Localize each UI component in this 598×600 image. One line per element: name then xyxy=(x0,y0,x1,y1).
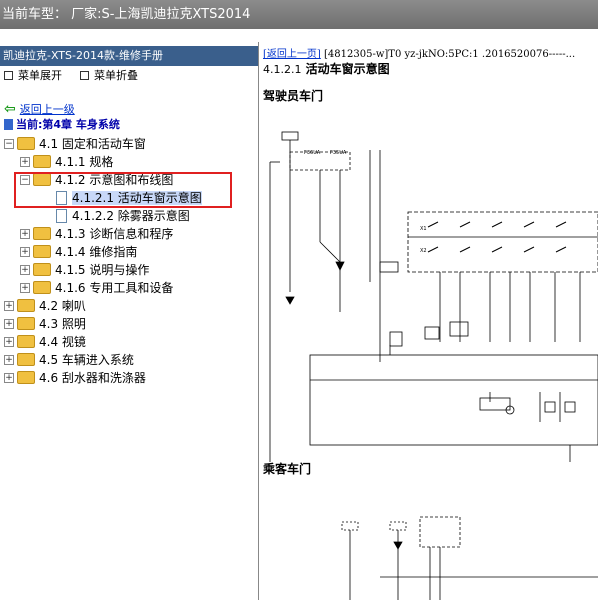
tree-item-4-1-2-2[interactable]: 4.1.2.2 除雾器示意图 xyxy=(56,207,190,225)
expand-toggle-icon[interactable]: + xyxy=(20,228,30,239)
tree-item-4-1-2-1[interactable]: 4.1.2.1 活动车窗示意图 xyxy=(56,189,202,207)
tree-item-4-1-5[interactable]: +4.1.5 说明与操作 xyxy=(20,263,150,277)
back-arrow-icon: ⇦ xyxy=(4,101,16,117)
folder-icon xyxy=(17,137,35,150)
folder-icon xyxy=(17,371,35,384)
tree-item-4-6[interactable]: +4.6 刮水器和洗涤器 xyxy=(4,371,146,385)
current-chapter: 当前:第4章 车身系统 xyxy=(4,118,120,132)
passenger-door-heading: 乘客车门 xyxy=(263,462,312,476)
folder-icon xyxy=(33,155,51,168)
tree-item-4-1-3[interactable]: +4.1.3 诊断信息和程序 xyxy=(20,227,174,241)
tree-item-4-1-6[interactable]: +4.1.6 专用工具和设备 xyxy=(20,281,174,295)
fuse-label-1: F36UA xyxy=(304,150,321,156)
expand-toggle-icon[interactable]: + xyxy=(4,300,14,311)
tree-item-4-1-4[interactable]: +4.1.4 维修指南 xyxy=(20,245,138,259)
window-title-bar: 当前车型： 厂家:S-上海凯迪拉克XTS2014 xyxy=(0,0,598,29)
passenger-door-wiring-diagram xyxy=(341,516,598,600)
tree-item-4-1-1[interactable]: +4.1.1 规格 xyxy=(20,155,114,169)
book-icon xyxy=(4,118,13,130)
highlight-annotation xyxy=(14,172,232,208)
document-icon xyxy=(56,190,67,205)
expand-menu-button[interactable]: 菜单展开 xyxy=(4,69,62,83)
folder-icon xyxy=(33,245,51,258)
tree-item-4-1-2[interactable]: −4.1.2 示意图和布线图 xyxy=(20,173,174,187)
expand-toggle-icon[interactable]: + xyxy=(20,282,30,293)
page-title: 4.1.2.1 活动车窗示意图 xyxy=(263,62,390,76)
tree-item-4-4[interactable]: +4.4 视镜 xyxy=(4,335,86,349)
sidebar: 凯迪拉克-XTS-2014款-维修手册 菜单展开 菜单折叠 ⇦返回上一级 当前:… xyxy=(0,42,259,600)
folder-icon xyxy=(17,335,35,348)
collapse-toggle-icon[interactable]: − xyxy=(20,174,30,185)
folder-icon xyxy=(33,227,51,240)
folder-icon xyxy=(33,263,51,276)
back-link[interactable]: ⇦返回上一级 xyxy=(4,101,75,117)
tree-item-4-1[interactable]: −4.1 固定和活动车窗 xyxy=(4,137,146,151)
expand-toggle-icon[interactable]: + xyxy=(20,264,30,275)
previous-page-link[interactable]: [返回上一页] xyxy=(263,49,321,60)
square-icon xyxy=(4,70,13,80)
driver-door-heading: 驾驶员车门 xyxy=(263,89,324,103)
driver-door-wiring-diagram: F36UA F35UA X1 X2 xyxy=(269,131,598,462)
folder-icon xyxy=(17,299,35,312)
folder-icon xyxy=(33,281,51,294)
content-pane: [返回上一页] [4812305-w]T0 yz-jkNO:5PC:1 .201… xyxy=(260,42,598,600)
vehicle-model-label: 当前车型： 厂家:S-上海凯迪拉克XTS2014 xyxy=(2,7,251,22)
connector-label-1: X1 xyxy=(420,226,427,232)
folder-icon xyxy=(17,317,35,330)
tree-item-4-3[interactable]: +4.3 照明 xyxy=(4,317,86,331)
collapse-toggle-icon[interactable]: − xyxy=(4,138,14,149)
breadcrumb: [返回上一页] [4812305-w]T0 yz-jkNO:5PC:1 .201… xyxy=(263,49,576,60)
expand-toggle-icon[interactable]: + xyxy=(20,156,30,167)
tree-item-4-5[interactable]: +4.5 车辆进入系统 xyxy=(4,353,134,367)
connector-label-2: X2 xyxy=(420,248,427,254)
tree-item-4-2[interactable]: +4.2 喇叭 xyxy=(4,299,86,313)
expand-toggle-icon[interactable]: + xyxy=(20,246,30,257)
expand-toggle-icon[interactable]: + xyxy=(4,336,14,347)
square-icon xyxy=(80,70,89,80)
fuse-label-2: F35UA xyxy=(330,150,347,156)
document-icon xyxy=(56,208,67,223)
expand-toggle-icon[interactable]: + xyxy=(4,354,14,365)
sidebar-header: 凯迪拉克-XTS-2014款-维修手册 xyxy=(0,46,258,66)
folder-icon xyxy=(17,353,35,366)
collapse-menu-button[interactable]: 菜单折叠 xyxy=(80,69,138,83)
expand-toggle-icon[interactable]: + xyxy=(4,318,14,329)
selected-item-label: 4.1.2.1 活动车窗示意图 xyxy=(72,191,202,205)
expand-toggle-icon[interactable]: + xyxy=(4,372,14,383)
